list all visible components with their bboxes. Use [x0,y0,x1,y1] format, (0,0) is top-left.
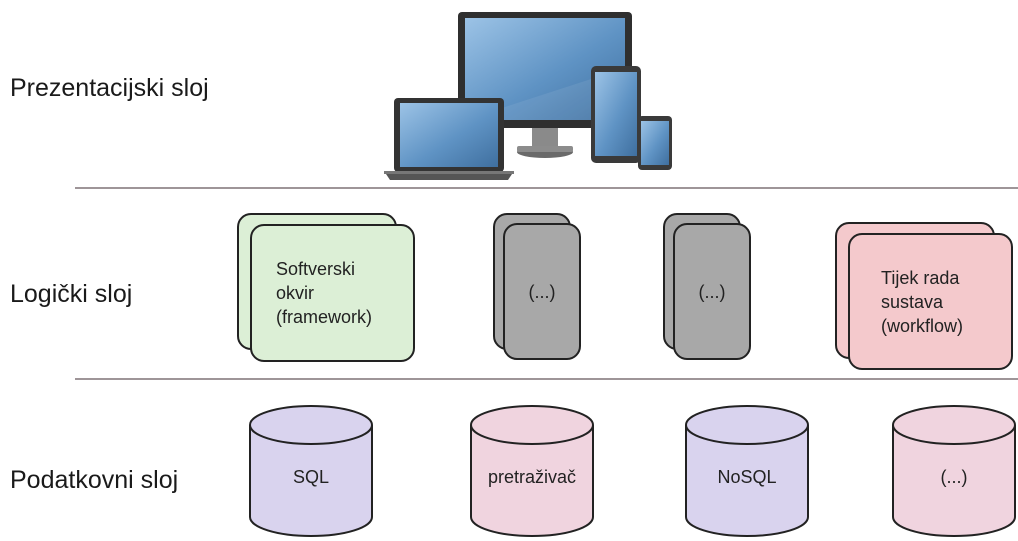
data-store-label: NoSQL [717,467,777,487]
data-store-cylinder: NoSQL [684,405,810,537]
logic-card [848,233,1013,370]
logic-layer-label: Logički sloj [10,280,133,308]
data-store-cylinder: SQL [248,405,374,537]
data-layer-label: Podatkovni sloj [10,466,179,494]
logic-card-label: Softverski okvir (framework) [276,259,373,327]
logic-card-label: (...) [528,281,556,302]
logic-card [503,223,581,360]
devices-illustration [380,8,680,183]
data-store-cylinder: (...) [891,405,1017,537]
tablet-icon [591,66,641,163]
logic-card-label: Tijek rada sustava (workflow) [881,267,964,336]
logic-card-label: (...) [698,281,726,302]
laptop-icon [384,98,514,180]
divider-logic-data [75,378,1018,380]
divider-presentation-logic [75,187,1018,189]
data-store-label: pretraživač [487,467,577,487]
data-store-label: (...) [940,467,968,487]
logic-card [250,224,415,362]
phone-icon [638,116,672,170]
data-store-cylinder: pretraživač [469,405,595,537]
data-store-label: SQL [292,467,330,487]
presentation-layer-label: Prezentacijski sloj [10,74,209,102]
logic-card [673,223,751,360]
